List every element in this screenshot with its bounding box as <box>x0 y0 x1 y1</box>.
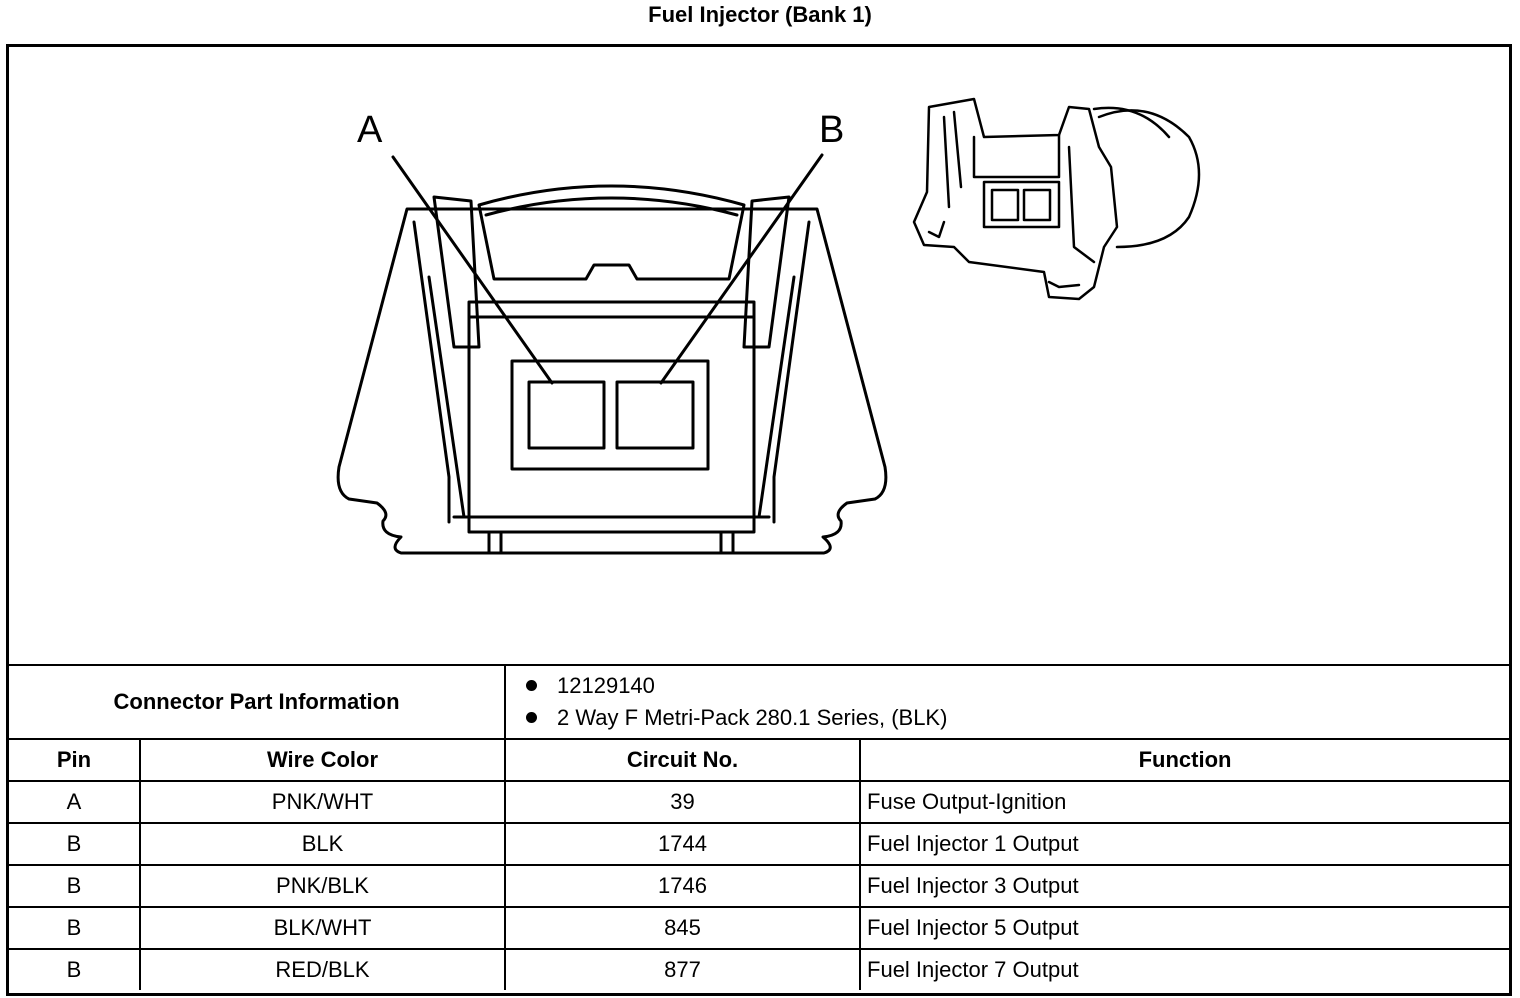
cell-wire-color: BLK <box>138 822 507 866</box>
table-row: B RED/BLK 877 Fuel Injector 7 Output <box>9 948 1510 990</box>
cell-pin: B <box>9 822 141 866</box>
cell-wire-color: RED/BLK <box>138 948 507 990</box>
cell-circuit: 845 <box>504 906 862 950</box>
leader-line-a <box>391 155 554 385</box>
table-row: A PNK/WHT 39 Fuse Output-Ignition <box>9 780 1510 824</box>
cell-function: Fuel Injector 1 Output <box>859 822 1510 866</box>
bullet-icon <box>526 711 538 723</box>
page-title: Fuel Injector (Bank 1) <box>648 2 872 27</box>
cavity-window <box>510 359 710 471</box>
connector-info-item: 2 Way F Metri-Pack 280.1 Series, (BLK) <box>526 702 1503 734</box>
cell-function: Fuel Injector 3 Output <box>859 864 1510 908</box>
cell-pin: B <box>9 864 141 908</box>
table-row: B BLK 1744 Fuel Injector 1 Output <box>9 822 1510 866</box>
connector-face-illustration <box>336 97 1201 555</box>
connector-info-list: 12129140 2 Way F Metri-Pack 280.1 Series… <box>504 664 1510 740</box>
cell-circuit: 1744 <box>504 822 862 866</box>
connector-outer-body <box>336 207 888 555</box>
top-latch <box>477 184 746 281</box>
header-function: Function <box>859 738 1510 782</box>
cell-pin: B <box>9 906 141 950</box>
header-pin: Pin <box>9 738 141 782</box>
connector-info-label: Connector Part Information <box>9 664 507 740</box>
cell-wire-color: PNK/WHT <box>138 780 507 824</box>
cell-wire-color: BLK/WHT <box>138 906 507 950</box>
left-rail <box>432 195 481 349</box>
pinout-table: Connector Part Information 12129140 2 Wa… <box>9 664 1510 990</box>
cell-function: Fuel Injector 5 Output <box>859 906 1510 950</box>
cell-function: Fuel Injector 7 Output <box>859 948 1510 990</box>
connector-info-row: Connector Part Information 12129140 2 Wa… <box>9 664 1510 740</box>
pinout-table-container: Connector Part Information 12129140 2 Wa… <box>9 664 1510 990</box>
connector-drawing: A B <box>9 47 1509 664</box>
right-rail <box>742 195 791 349</box>
cell-circuit: 39 <box>504 780 862 824</box>
connector-isometric-view <box>912 97 1201 301</box>
header-circuit-no: Circuit No. <box>504 738 862 782</box>
cell-function: Fuse Output-Ignition <box>859 780 1510 824</box>
cell-circuit: 1746 <box>504 864 862 908</box>
header-wire-color: Wire Color <box>138 738 507 782</box>
cell-pin: B <box>9 948 141 990</box>
leader-line-b <box>659 153 824 385</box>
pin-label-b: B <box>819 109 845 151</box>
pin-label-a: A <box>357 109 383 151</box>
terminal-housing <box>467 300 756 534</box>
table-header-row: Pin Wire Color Circuit No. Function <box>9 738 1510 782</box>
connector-info-item: 12129140 <box>526 670 1503 702</box>
cell-wire-color: PNK/BLK <box>138 864 507 908</box>
table-row: B PNK/BLK 1746 Fuel Injector 3 Output <box>9 864 1510 908</box>
table-row: B BLK/WHT 845 Fuel Injector 5 Output <box>9 906 1510 950</box>
cavity-a <box>527 380 606 450</box>
cell-circuit: 877 <box>504 948 862 990</box>
cavity-b <box>615 380 695 450</box>
bullet-icon <box>526 679 538 691</box>
connector-frame: A B Connector Part Information 12129140 … <box>6 44 1512 996</box>
cell-pin: A <box>9 780 141 824</box>
